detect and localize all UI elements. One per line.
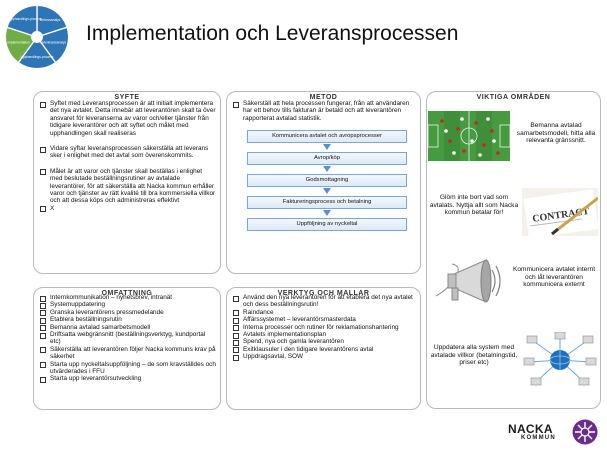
viktiga-text-4: Uppdatera alla system med avtalade villk…: [430, 344, 518, 367]
list-item: Driftsatta webgränsnitt (beställningsver…: [40, 331, 216, 346]
list-item: Vidare syftar leveransprocessen säkerstä…: [40, 145, 216, 160]
list-item: Använd den nya leverantören för att etab…: [233, 294, 416, 309]
list-item: Spend, nya och gamla leverantören: [233, 338, 416, 347]
flow-step-2: Avrop/köp: [247, 152, 407, 165]
syfte-heading: SYFTE: [108, 94, 146, 101]
flow-step-5: Uppföljning av nyckeltal: [247, 218, 407, 231]
list-item: Säkerställ att hela processen fungerar, …: [233, 100, 416, 122]
list-item: Systemuppdatering: [40, 301, 216, 310]
arrow-down-icon: [323, 188, 331, 194]
flow-step-4: Faktureringsprocess och betalning: [247, 196, 407, 209]
list-item: Avtalets implementationsplan: [233, 331, 416, 339]
viktiga-text-1: Bemanna avtalad samarbetsmodell, hitta a…: [516, 122, 596, 145]
metod-list: Säkerställ att hela processen fungerar, …: [233, 100, 416, 130]
list-item: Starta upp nyckeltalsuppföljning – de so…: [40, 361, 216, 376]
logo-name: NACKA: [508, 422, 553, 436]
omfattning-panel: OMFATTNING Internkommunikation – nyhetsb…: [33, 287, 221, 410]
omfattning-list: Internkommunikation – nyhetsbrev, intran…: [40, 294, 216, 384]
list-item: Säkerställa att leverantören följer Nack…: [40, 346, 216, 361]
wheel-label-4: Upphandlings-process: [21, 55, 54, 59]
list-item: Uppdragsavtal, SOW: [233, 353, 416, 362]
contract-image: CONTRACT: [522, 188, 598, 236]
arrow-down-icon: [323, 210, 331, 216]
list-item: Bemanna avtalad samarbetsmodell: [40, 324, 216, 332]
wheel-label-2: Behovsanalys: [40, 18, 61, 22]
omfattning-heading: OMFATTNING: [95, 290, 159, 297]
verktyg-heading: VERKTYG OCH MALLAR: [271, 290, 376, 297]
logo-sub: KOMMUN: [521, 435, 556, 441]
viktiga-heading: VIKTIGA OMRÅDEN: [470, 94, 557, 101]
wheel-label-1: Upphandlings-process: [9, 17, 42, 21]
process-wheel-logo: Upphandlings-process Behovsanalys Markna…: [4, 4, 70, 70]
verktyg-panel: VERKTYG OCH MALLAR Använd den nya levera…: [226, 287, 421, 410]
arrow-down-icon: [323, 144, 331, 150]
viktiga-text-2: Glöm inte bort vad som avtalats. Nyttja …: [429, 194, 519, 217]
list-item: Syftet med Leveransprocessen är att init…: [40, 100, 216, 137]
list-item: Raindance: [233, 309, 416, 317]
viktiga-text-3: Kommunicera avtalet internt och låt leve…: [512, 266, 596, 289]
list-item: Etablera beställningsrutin: [40, 316, 216, 325]
list-item: Målet är att varor och tjänster skall be…: [40, 168, 216, 205]
list-item: Affärssystemet – leverantörsmasterdata: [233, 316, 416, 325]
list-item: X: [40, 205, 216, 213]
page-title: Implementation och Leveransprocessen: [86, 22, 459, 45]
nacka-emblem-icon: [572, 419, 598, 445]
list-item: Interna processer och rutiner för reklam…: [233, 324, 416, 332]
metod-heading: METOD: [303, 94, 344, 101]
list-item: Starta upp leverantörsutveckling: [40, 375, 216, 384]
arrow-down-icon: [323, 166, 331, 172]
flow-step-3: Godsmottagning: [247, 174, 407, 187]
wheel-label-5: Implementation: [7, 41, 30, 45]
syfte-panel: SYFTE Syftet med Leveransprocessen är at…: [33, 91, 221, 274]
list-item: Granska leverantörens pressmedelande: [40, 309, 216, 317]
football-field-image: [428, 111, 510, 161]
syfte-list: Syftet med Leveransprocessen är att init…: [40, 100, 216, 220]
list-item: Exitklausuler i den tidigare leverantöre…: [233, 346, 416, 354]
megaphone-image: [435, 259, 501, 303]
nacka-kommun-logo: NACKA KOMMUN: [508, 419, 602, 447]
flow-step-1: Kommunicera avtalet och avropsprocesser: [247, 130, 407, 143]
list-item: Internkommunikation – nyhetsbrev, intran…: [40, 294, 216, 302]
wheel-label-3: Marknadsanalys: [42, 41, 66, 45]
network-image: [523, 332, 597, 386]
verktyg-list: Använd den nya leverantören för att etab…: [233, 294, 416, 362]
